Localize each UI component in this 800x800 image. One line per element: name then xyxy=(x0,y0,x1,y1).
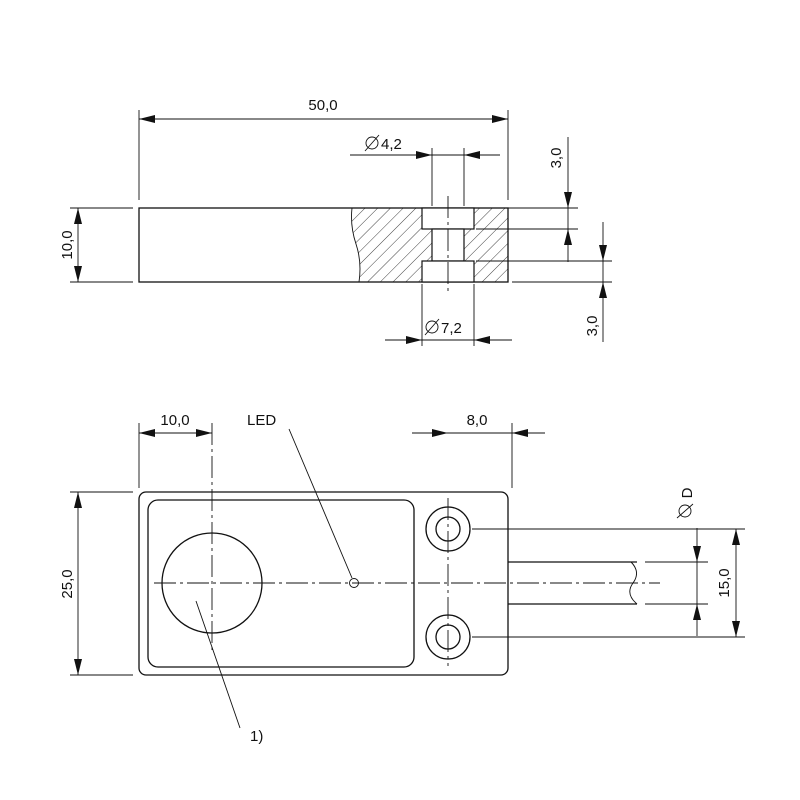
dim-front-height-label: 25,0 xyxy=(59,569,76,598)
dim-counterbore-lower-label: 3,0 xyxy=(584,316,601,337)
sensing-face xyxy=(147,499,415,668)
dim-bore-large-label: 7,2 xyxy=(441,320,462,337)
note-leader xyxy=(195,600,241,729)
break-line xyxy=(351,207,361,283)
dim-cable-diameter-label: D xyxy=(679,487,696,498)
side-view: 50,0 4,2 7,2 10,0 xyxy=(59,97,612,346)
housing-outline xyxy=(138,491,509,676)
front-view: 10,0 LED 8,0 25,0 D 15,0 xyxy=(59,412,745,745)
dim-height-label: 10,0 xyxy=(59,230,76,259)
diameter-symbol-icon xyxy=(364,134,380,152)
diameter-symbol-icon xyxy=(676,503,694,519)
dim-hole-width-label: 8,0 xyxy=(467,412,488,429)
dim-counterbore-upper-label: 3,0 xyxy=(548,148,565,169)
led-leader xyxy=(288,428,353,579)
led-label: LED xyxy=(247,412,276,429)
dim-cable-spacing-label: 15,0 xyxy=(716,568,733,597)
note-label: 1) xyxy=(250,728,263,745)
dim-length-label: 50,0 xyxy=(308,97,337,114)
diameter-symbol-icon xyxy=(424,318,440,336)
dim-bore-small-label: 4,2 xyxy=(381,136,402,153)
dim-front-left-label: 10,0 xyxy=(160,412,189,429)
